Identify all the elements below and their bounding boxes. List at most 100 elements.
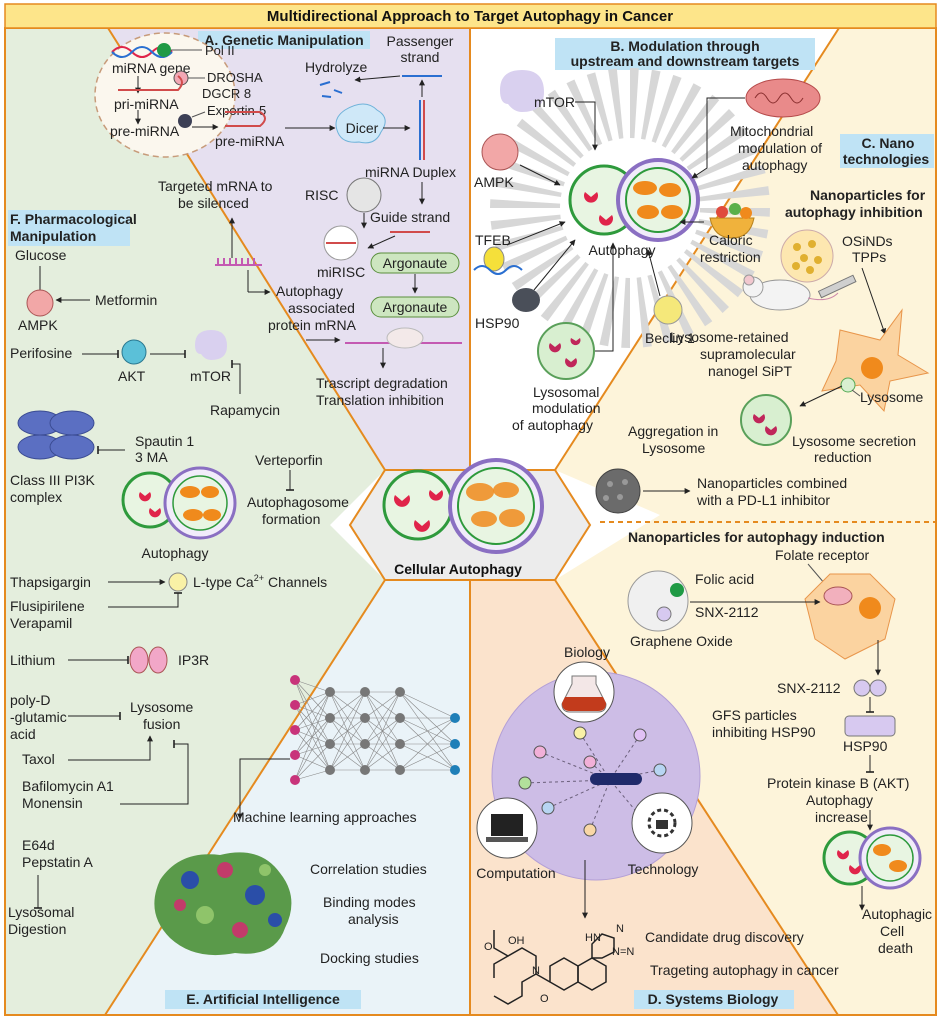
nn-edge — [294, 679, 331, 771]
f-mtor-label: mTOR — [190, 368, 231, 384]
laptop-screen-icon — [491, 814, 523, 836]
nn-edge — [294, 691, 331, 781]
f-ip3r-label: IP3R — [178, 652, 209, 668]
c-lysosome-label: Lysosome — [860, 389, 924, 405]
exportin-icon — [178, 114, 192, 128]
pre-mirna-label: pre-miRNA — [110, 123, 180, 139]
nn-node — [290, 700, 300, 710]
nn-node — [395, 687, 405, 697]
exportin-line — [191, 111, 206, 118]
label-f-line1: F. Pharmacological — [10, 211, 137, 227]
label-c-line2: technologies — [843, 151, 930, 167]
nn-node — [290, 675, 300, 685]
nn-edge — [294, 729, 331, 771]
c-lyso-arrow — [799, 385, 843, 407]
f-verap-label: Verapamil — [10, 615, 72, 631]
nn-edge — [364, 743, 401, 771]
nn-edge — [294, 691, 331, 731]
duplex-label: miRNA Duplex — [365, 164, 456, 180]
ray — [621, 277, 630, 348]
lysosome-icon-b — [537, 322, 595, 380]
f-monensin-label: Monensin — [22, 795, 83, 811]
ray — [651, 74, 682, 143]
nn-node — [290, 725, 300, 735]
drosha-label: DROSHA — [207, 70, 263, 85]
pi3k-complex-icon — [17, 410, 95, 460]
d-computation-label: Computation — [476, 865, 555, 881]
nn-node — [290, 750, 300, 760]
lysosome-icon-c — [740, 394, 792, 446]
pre-mirna-label-2: pre-miRNA — [215, 133, 285, 149]
nn-edge — [294, 691, 331, 706]
hydrolyzed-fragments — [319, 81, 343, 98]
e-bind-label-1: Binding modes — [323, 894, 416, 910]
label-e-bg — [165, 990, 361, 1009]
c-hsp90-label: HSP90 — [843, 738, 888, 754]
guide-to-mirisc — [367, 235, 396, 249]
f-spautin-label: Spautin 1 — [135, 433, 194, 449]
c-retained-label-3: nanogel SiPT — [708, 363, 793, 379]
d-technology-label: Technology — [628, 861, 699, 877]
label-f-line2: Manipulation — [10, 228, 96, 244]
bafilo-inhibit — [120, 740, 189, 805]
ray — [547, 89, 593, 152]
dicer-label: Dicer — [346, 120, 379, 136]
f-lysdig-label-1: Lysosomal — [8, 904, 74, 920]
trans-label-1: Trascript degradation — [316, 375, 448, 391]
c-inhib-label-2: autophagy inhibition — [785, 204, 923, 220]
f-lithium-label: Lithium — [10, 652, 55, 668]
tfeb-arrow — [506, 221, 566, 246]
ray — [695, 229, 764, 260]
neural-network — [290, 675, 460, 785]
akt-icon — [121, 339, 147, 365]
beclin-icon — [653, 295, 683, 325]
nn-edge — [399, 691, 456, 719]
ray — [676, 257, 729, 314]
b-ampk-label: AMPK — [474, 174, 514, 190]
syringe-arrow — [861, 267, 887, 335]
e-dock-label: Docking studies — [320, 950, 419, 966]
label-e: E. Artificial Intelligence — [186, 991, 340, 1007]
b-lyso-label-2: modulation — [532, 400, 601, 416]
nn-node — [450, 739, 460, 749]
ltype-end: Channels — [268, 574, 327, 590]
mouse-icon — [742, 274, 839, 311]
nn-node — [360, 687, 370, 697]
nn-edge — [329, 691, 366, 719]
d-biology-label: Biology — [564, 644, 610, 660]
drug-structure — [493, 930, 615, 1005]
b-mito-label-2: modulation of — [738, 140, 822, 156]
mitochondrion-icon — [745, 78, 821, 118]
flusp-inhibit — [108, 592, 182, 608]
ray — [699, 186, 770, 202]
mirna-gene-label: miRNA gene — [112, 60, 191, 76]
center-label: Cellular Autophagy — [394, 561, 522, 577]
nn-edge — [399, 717, 456, 745]
assoc-label-3: protein mRNA — [268, 317, 357, 333]
center-autophagy-cell — [382, 458, 544, 554]
nn-edge — [294, 704, 331, 719]
nn-edge — [294, 704, 331, 745]
f-ampk-label: AMPK — [18, 317, 58, 333]
nn-edge — [294, 679, 331, 745]
autophagy-cell-icon-c — [822, 826, 922, 890]
nn-node — [360, 739, 370, 749]
passenger-label-1: Passenger — [387, 33, 454, 49]
nn-edge — [294, 729, 331, 745]
b-autophagy-label: Autophagy — [589, 242, 656, 258]
nn-edge — [294, 754, 331, 771]
label-b-bg — [555, 38, 815, 70]
c-osinds-label: OSiNDs — [842, 233, 893, 249]
c-death-label-2: Cell — [880, 923, 904, 939]
ray — [683, 249, 744, 298]
d-oh-label: OH — [508, 935, 525, 947]
f-polyd-label-1: poly-D — [10, 692, 50, 708]
c-agg-label-1: Aggregation in — [628, 423, 718, 439]
f-metformin-label: Metformin — [95, 292, 157, 308]
b-tfeb-label: TFEB — [475, 232, 511, 248]
c-gfs-label-2: inhibiting HSP90 — [712, 724, 816, 740]
hydrolyze-arrow — [354, 75, 401, 83]
f-verteporfin-label: Verteporfin — [255, 452, 323, 468]
c-folic-label: Folic acid — [695, 571, 754, 587]
